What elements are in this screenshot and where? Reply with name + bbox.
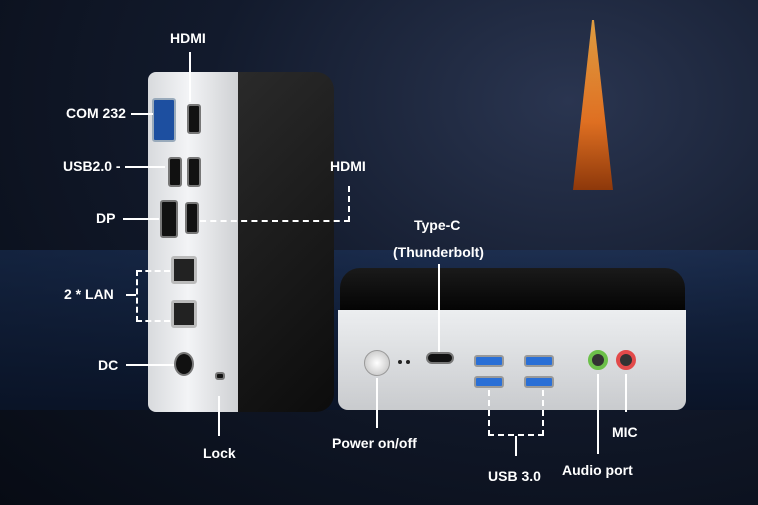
usb3-port [474, 376, 504, 388]
callout-line [136, 270, 170, 322]
audio-jack [588, 350, 608, 370]
usb3-port [524, 376, 554, 388]
label-lock: Lock [203, 445, 236, 461]
dc-port [174, 352, 194, 376]
usb2-port-2 [187, 157, 201, 187]
callout-line [348, 186, 350, 222]
callout-line [625, 374, 627, 412]
mic-jack [616, 350, 636, 370]
led-indicator [406, 360, 410, 364]
callout-line [218, 396, 220, 436]
com-port [152, 98, 176, 142]
dp-port [160, 200, 178, 238]
lan-port-1 [171, 256, 197, 284]
top-panel [340, 268, 685, 318]
label-type-c: Type-C [414, 217, 461, 233]
label-lan: 2 * LAN [64, 286, 114, 302]
callout-line [488, 390, 544, 436]
label-dp: DP [96, 210, 116, 226]
callout-line [125, 166, 165, 168]
label-mic: MIC [612, 424, 638, 440]
callout-line [515, 436, 517, 456]
hdmi-port-top [187, 104, 201, 134]
power-button[interactable] [364, 350, 390, 376]
callout-line [189, 52, 191, 102]
callout-line [200, 220, 350, 222]
label-usb3: USB 3.0 [488, 468, 541, 484]
led-indicator [398, 360, 402, 364]
callout-line [126, 294, 136, 296]
lock-slot [215, 372, 225, 380]
lan-port-2 [171, 300, 197, 328]
callout-line [131, 113, 153, 115]
hdmi-port-side [185, 202, 199, 234]
callout-line [376, 378, 378, 428]
label-thunderbolt: (Thunderbolt) [393, 244, 484, 260]
type-c-port [426, 352, 454, 364]
usb3-port [524, 355, 554, 367]
callout-line [126, 364, 174, 366]
label-com-232: COM 232 [66, 105, 126, 121]
usb2-port-1 [168, 157, 182, 187]
callout-line [123, 218, 159, 220]
usb3-port [474, 355, 504, 367]
callout-line [597, 374, 599, 454]
label-usb2: USB2.0 - [63, 158, 121, 174]
top-panel [238, 72, 334, 412]
label-dc: DC [98, 357, 119, 373]
callout-line [438, 264, 440, 352]
label-hdmi-top: HDMI [170, 30, 206, 46]
label-power: Power on/off [332, 435, 417, 451]
label-hdmi-side: HDMI [330, 158, 366, 174]
label-audio-port: Audio port [562, 462, 633, 478]
